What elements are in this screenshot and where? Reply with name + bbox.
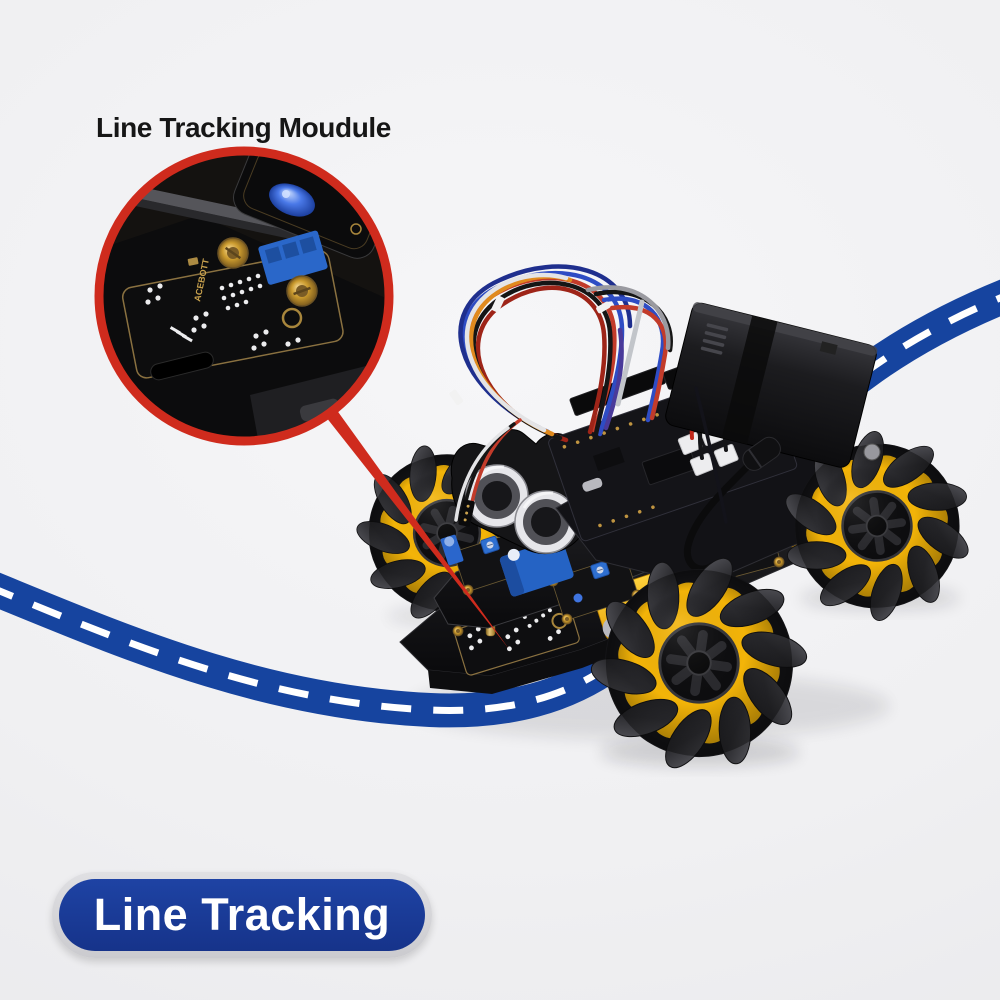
ultrasonic-eye-left	[465, 464, 529, 528]
robot-car-illustration	[335, 264, 986, 792]
module-closeup-inset: ACEBOTT	[94, 146, 394, 446]
callout-circle-border	[94, 146, 394, 446]
gold-screw-1	[217, 237, 249, 269]
pcb-gold-ring	[281, 307, 303, 329]
blue-led	[269, 183, 315, 217]
line-tracking-badge: Line Tracking	[52, 872, 432, 958]
dc-power-plug	[683, 436, 781, 573]
battery-box	[665, 302, 878, 468]
gold-screw-2	[286, 275, 318, 307]
deck-screw	[863, 443, 881, 461]
solder-pads	[145, 273, 301, 351]
module-closeup-photo: ACEBOTT	[101, 153, 387, 439]
line-tracking-badge-core: Line Tracking	[59, 879, 425, 951]
dangling-connector	[458, 499, 475, 527]
blue-terminal	[258, 230, 328, 285]
badge-label: Line Tracking	[93, 889, 391, 940]
metal-rod	[615, 299, 645, 407]
callout-pointer	[326, 409, 509, 649]
zip-ties	[449, 295, 611, 406]
inset-title: Line Tracking Moudule	[96, 112, 391, 143]
